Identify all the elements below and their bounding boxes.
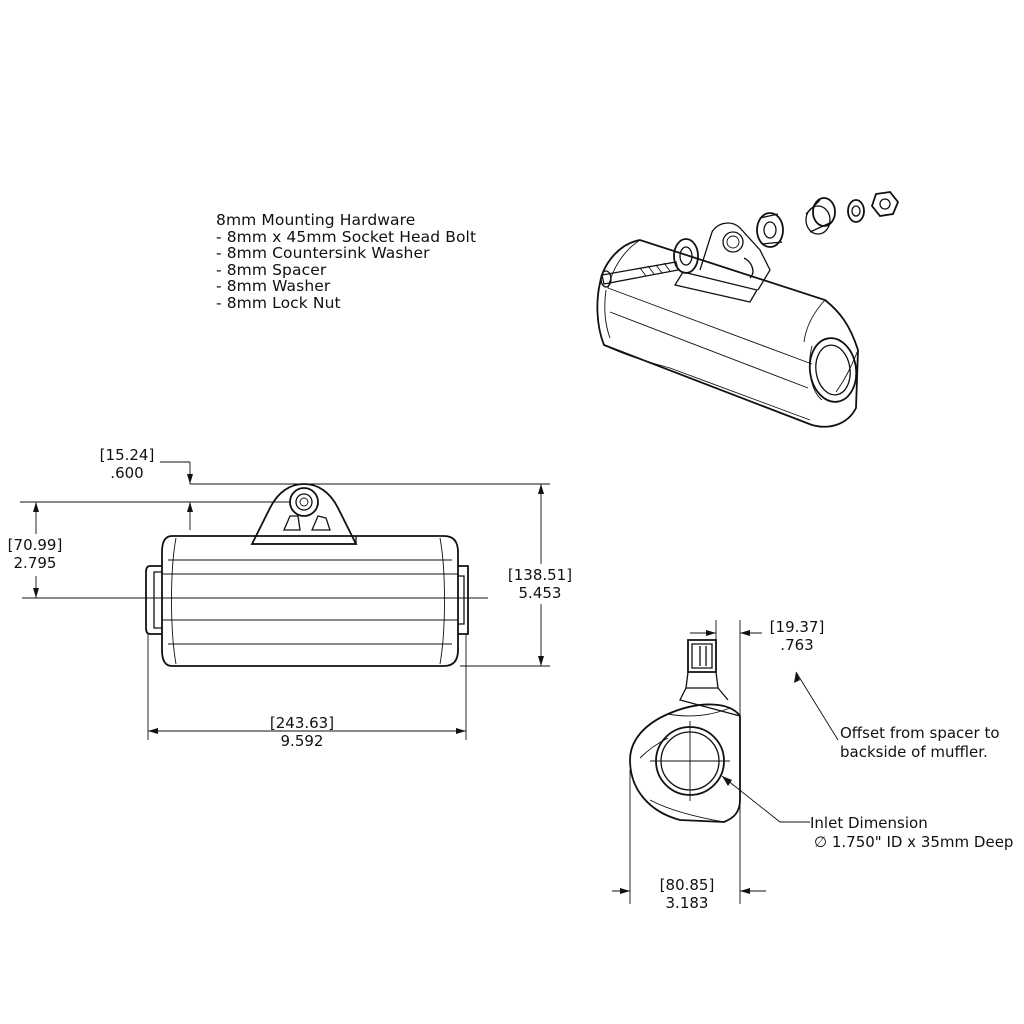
hardware-list: 8mm Mounting Hardware - 8mm x 45mm Socke…	[216, 212, 476, 311]
side-view-muffler	[22, 483, 488, 667]
dim-overall-height-mm: [138.51]	[507, 566, 573, 584]
dim-spacer-offset-mm: [19.37]	[769, 618, 825, 636]
dim-overall-height: [138.51] 5.453	[502, 566, 578, 602]
hardware-item-countersink-washer: - 8mm Countersink Washer	[216, 244, 430, 262]
dim-overall-length: [243.63] 9.592	[264, 714, 340, 750]
end-view-muffler	[629, 639, 741, 823]
dim-overall-height-in: 5.453	[518, 584, 562, 602]
inlet-note: Inlet Dimension ∅ 1.750" ID x 35mm Deep	[810, 814, 1013, 852]
dim-body-width-in: 3.183	[665, 894, 709, 912]
dim-bracket-offset-in: .600	[110, 464, 144, 482]
dim-body-width-mm: [80.85]	[659, 876, 715, 894]
offset-note: Offset from spacer to backside of muffle…	[840, 724, 1000, 762]
dim-center-height: [70.99] 2.795	[4, 536, 66, 572]
dim-center-height-mm: [70.99]	[7, 536, 63, 554]
dim-overall-length-in: 9.592	[280, 732, 324, 750]
hardware-item-lock-nut: - 8mm Lock Nut	[216, 293, 341, 312]
dim-overall-length-mm: [243.63]	[269, 714, 335, 732]
dim-spacer-offset: [19.37] .763	[766, 618, 828, 654]
dim-body-width: [80.85] 3.183	[656, 876, 718, 912]
dim-spacer-offset-in: .763	[780, 636, 814, 654]
inlet-note-line-2: ∅ 1.750" ID x 35mm Deep	[814, 833, 1014, 851]
inlet-note-line-1: Inlet Dimension	[810, 814, 928, 832]
dim-bracket-offset: [15.24] .600	[96, 446, 158, 482]
side-view-dimension-lines	[20, 461, 550, 740]
dim-bracket-offset-mm: [15.24]	[99, 446, 155, 464]
hardware-item-spacer: - 8mm Spacer	[216, 260, 327, 279]
end-view-dimension-lines	[612, 620, 839, 904]
offset-note-line-1: Offset from spacer to	[840, 724, 1000, 742]
hardware-item-bolt: - 8mm x 45mm Socket Head Bolt	[216, 227, 477, 246]
hardware-title: 8mm Mounting Hardware	[216, 211, 416, 229]
dim-center-height-in: 2.795	[13, 554, 57, 572]
isometric-muffler-view	[596, 191, 900, 428]
offset-note-line-2: backside of muffler.	[840, 743, 988, 761]
hardware-item-washer: - 8mm Washer	[216, 277, 331, 295]
